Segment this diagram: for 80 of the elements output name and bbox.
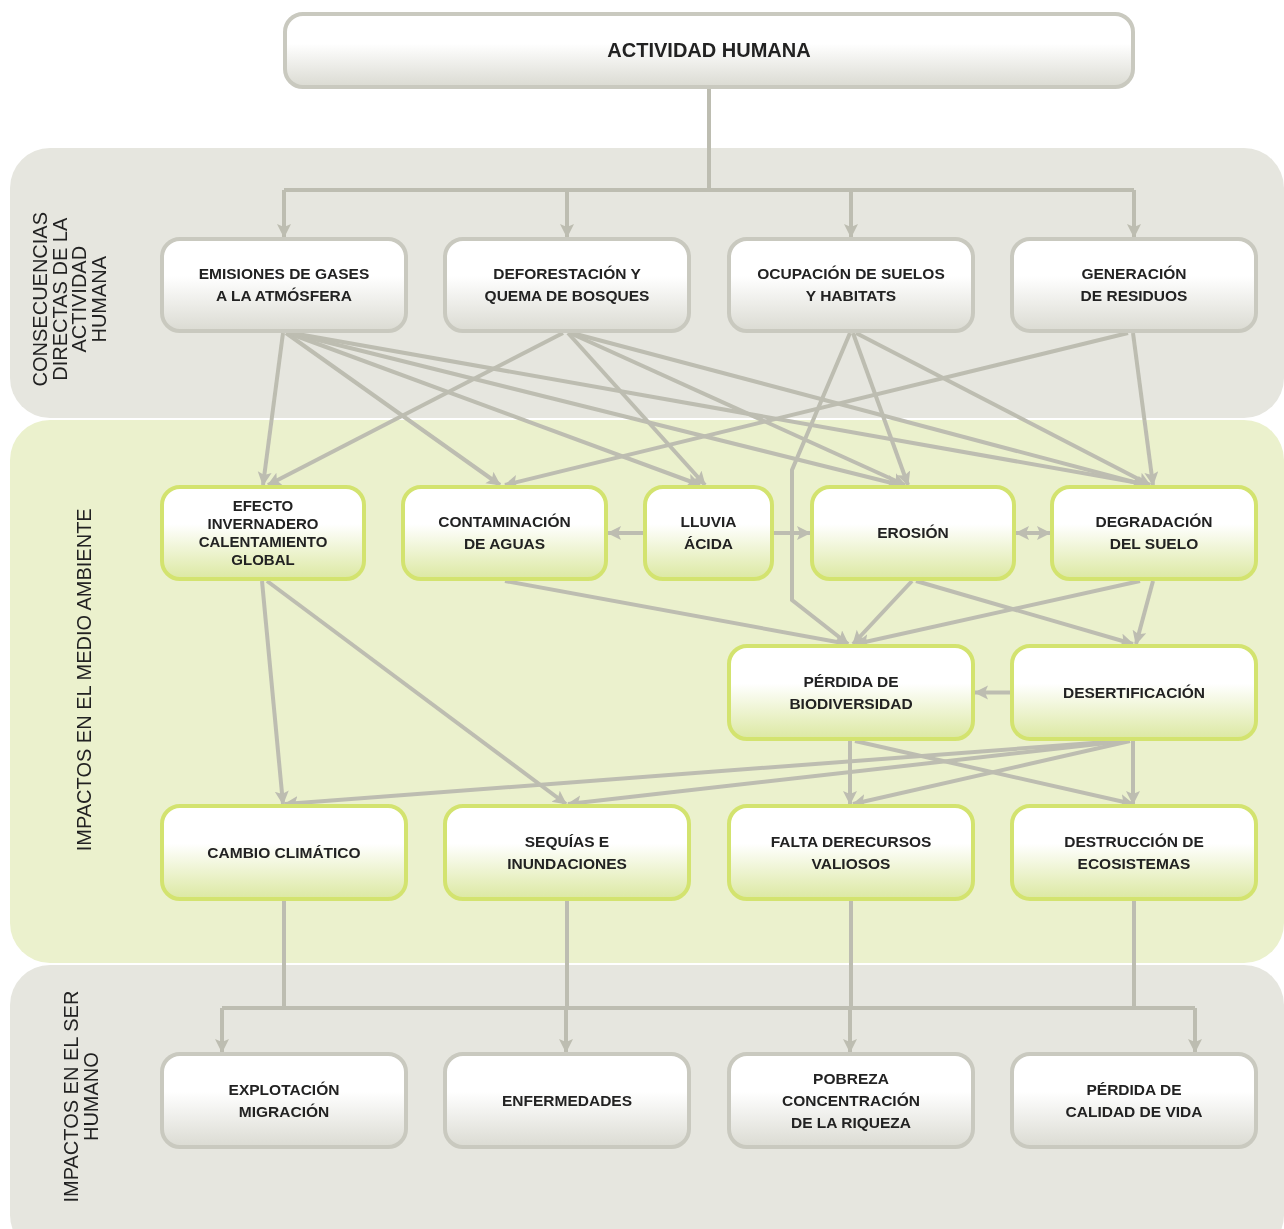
box-label: DEGRADACIÓN DEL SUELO (1094, 512, 1214, 554)
box-label: ENFERMEDADES (501, 1090, 632, 1111)
arrow (774, 526, 811, 540)
arrow (560, 190, 574, 238)
arrow (265, 579, 568, 806)
arrow (569, 331, 906, 487)
box-label: DEFORESTACIÓN Y QUEMA DE BOSQUES (483, 264, 651, 306)
box-label: GENERACIÓN DE RESIDUOS (1079, 264, 1189, 306)
impact-box (810, 485, 1016, 581)
arrow (1015, 526, 1051, 540)
box-label: EXPLOTACIÓN MIGRACIÓN (227, 1079, 341, 1122)
arrow (607, 526, 643, 540)
section-band (10, 965, 1284, 1229)
arrow (257, 332, 285, 486)
connector-trunk (707, 89, 711, 190)
arrow (855, 331, 1151, 487)
impact-box (1010, 804, 1258, 901)
box-label: ACTIVIDAD HUMANA (607, 38, 811, 64)
process-box (727, 1052, 975, 1149)
impact-box (401, 485, 608, 581)
arrow (267, 331, 564, 487)
arrow (1131, 332, 1159, 486)
arrow (851, 332, 911, 486)
box-label: EMISIONES DE GASES A LA ATMÓSFERA (197, 264, 371, 306)
box-label: EROSIÓN (877, 523, 949, 543)
box-label: LLUVIA ÁCIDA (679, 512, 738, 554)
section-band (10, 148, 1284, 418)
process-box (443, 237, 691, 333)
process-box (1010, 1052, 1258, 1149)
process-box (727, 237, 975, 333)
connector-trunk (565, 901, 569, 1008)
box-label: SEQUÍAS E INUNDACIONES (506, 831, 628, 874)
process-box (1010, 237, 1258, 333)
impact-box (643, 485, 774, 581)
impact-box (727, 804, 975, 901)
connector-trunk (1132, 901, 1136, 1008)
arrow (566, 331, 707, 487)
arrow (1126, 741, 1140, 805)
arrow (790, 332, 852, 646)
connector-trunk (849, 901, 853, 1008)
arrow (260, 580, 289, 805)
arrow (1127, 190, 1141, 238)
arrow (974, 685, 1010, 700)
connector-trunk (559, 1008, 573, 1053)
process-box (160, 1052, 408, 1149)
process-box (443, 1052, 691, 1149)
impact-box (1010, 644, 1258, 741)
arrow (844, 190, 858, 238)
connector-trunk (1188, 1008, 1202, 1053)
connector-trunk (282, 901, 286, 1008)
box-label: POBREZA CONCENTRACIÓN DE LA RIQUEZA (781, 1068, 921, 1133)
box-label: FALTA DERECURSOS VALIOSOS (769, 831, 933, 874)
connector-trunk (284, 188, 1134, 192)
box-label: EFECTO INVERNADERO CALENTAMIENTO GLOBAL (197, 497, 329, 569)
box-label: OCUPACIÓN DE SUELOS Y HABITATS (756, 264, 946, 306)
box-label: CONTAMINACIÓN DE AGUAS (437, 512, 572, 554)
impact-box (1050, 485, 1258, 581)
impact-box (160, 485, 366, 581)
impact-box (727, 644, 975, 741)
section-band (10, 420, 1284, 963)
box-label: PÉRDIDA DE BIODIVERSIDAD (788, 671, 914, 714)
section-heading: IMPACTOS EN EL SER HUMANO (62, 989, 102, 1205)
arrow (843, 741, 857, 805)
connector-trunk (222, 1006, 1195, 1010)
box-label: PÉRDIDA DE CALIDAD DE VIDA (1064, 1079, 1204, 1122)
box-label: DESERTIFICACIÓN (1062, 682, 1206, 703)
arrow (851, 579, 914, 646)
process-box (283, 12, 1135, 89)
arrow (277, 190, 291, 238)
arrow (1132, 580, 1155, 645)
connector-trunk (215, 1008, 229, 1053)
box-label: DESTRUCCIÓN DE ECOSISTEMAS (1064, 831, 1204, 874)
impact-box (160, 804, 408, 901)
box-label: CAMBIO CLIMÁTICO (207, 842, 361, 863)
impact-box (443, 804, 691, 901)
section-heading: IMPACTOS EN EL MEDIO AMBIENTE (75, 507, 95, 854)
section-heading: CONSECUENCIAS DIRECTAS DE LA ACTIVIDAD HUMANA (30, 210, 110, 389)
arrow (284, 331, 502, 487)
process-box (160, 237, 408, 333)
connector-trunk (843, 1008, 857, 1053)
